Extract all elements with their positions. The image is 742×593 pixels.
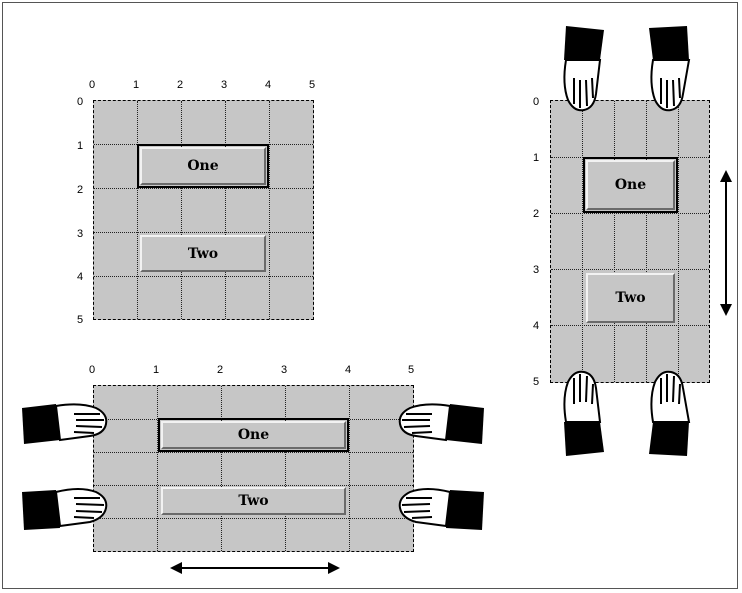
button-two[interactable]: Two (586, 273, 675, 323)
y-tick-1: 1 (77, 140, 83, 152)
x-tick-1: 1 (133, 79, 139, 91)
x-tick-3: 3 (221, 79, 227, 91)
y-tick-0: 0 (77, 96, 83, 108)
x-tick-0: 0 (89, 79, 95, 91)
double-arrow-vertical-icon (718, 170, 734, 316)
y-tick-2: 2 (533, 208, 539, 220)
x-tick-2: 2 (177, 79, 183, 91)
hand-icon (20, 486, 110, 534)
y-tick-1: 1 (533, 152, 539, 164)
grid-vertical (550, 100, 710, 383)
button-two[interactable]: Two (140, 235, 266, 272)
hand-icon (20, 400, 110, 448)
y-tick-5: 5 (533, 376, 539, 388)
x-tick-3: 3 (281, 364, 287, 376)
x-tick-1: 1 (153, 364, 159, 376)
button-two[interactable]: Two (161, 487, 346, 515)
x-tick-2: 2 (217, 364, 223, 376)
button-one[interactable]: One (140, 147, 266, 185)
double-arrow-horizontal-icon (170, 560, 340, 576)
y-tick-3: 3 (533, 264, 539, 276)
grid-original (93, 100, 314, 320)
hand-icon (394, 400, 486, 448)
hand-icon (394, 486, 486, 534)
x-tick-5: 5 (309, 79, 315, 91)
y-tick-5: 5 (77, 314, 83, 326)
grid-horizontal (93, 385, 414, 552)
y-tick-0: 0 (533, 96, 539, 108)
y-tick-2: 2 (77, 184, 83, 196)
button-one[interactable]: One (586, 160, 675, 210)
hand-icon (560, 366, 608, 458)
hand-icon (560, 24, 608, 116)
y-tick-4: 4 (77, 271, 83, 283)
x-tick-5: 5 (408, 364, 414, 376)
x-tick-0: 0 (89, 364, 95, 376)
y-tick-3: 3 (77, 228, 83, 240)
x-tick-4: 4 (345, 364, 351, 376)
x-tick-4: 4 (265, 79, 271, 91)
y-tick-4: 4 (533, 320, 539, 332)
button-one[interactable]: One (161, 421, 346, 449)
hand-icon (645, 366, 693, 458)
hand-icon (645, 24, 693, 116)
